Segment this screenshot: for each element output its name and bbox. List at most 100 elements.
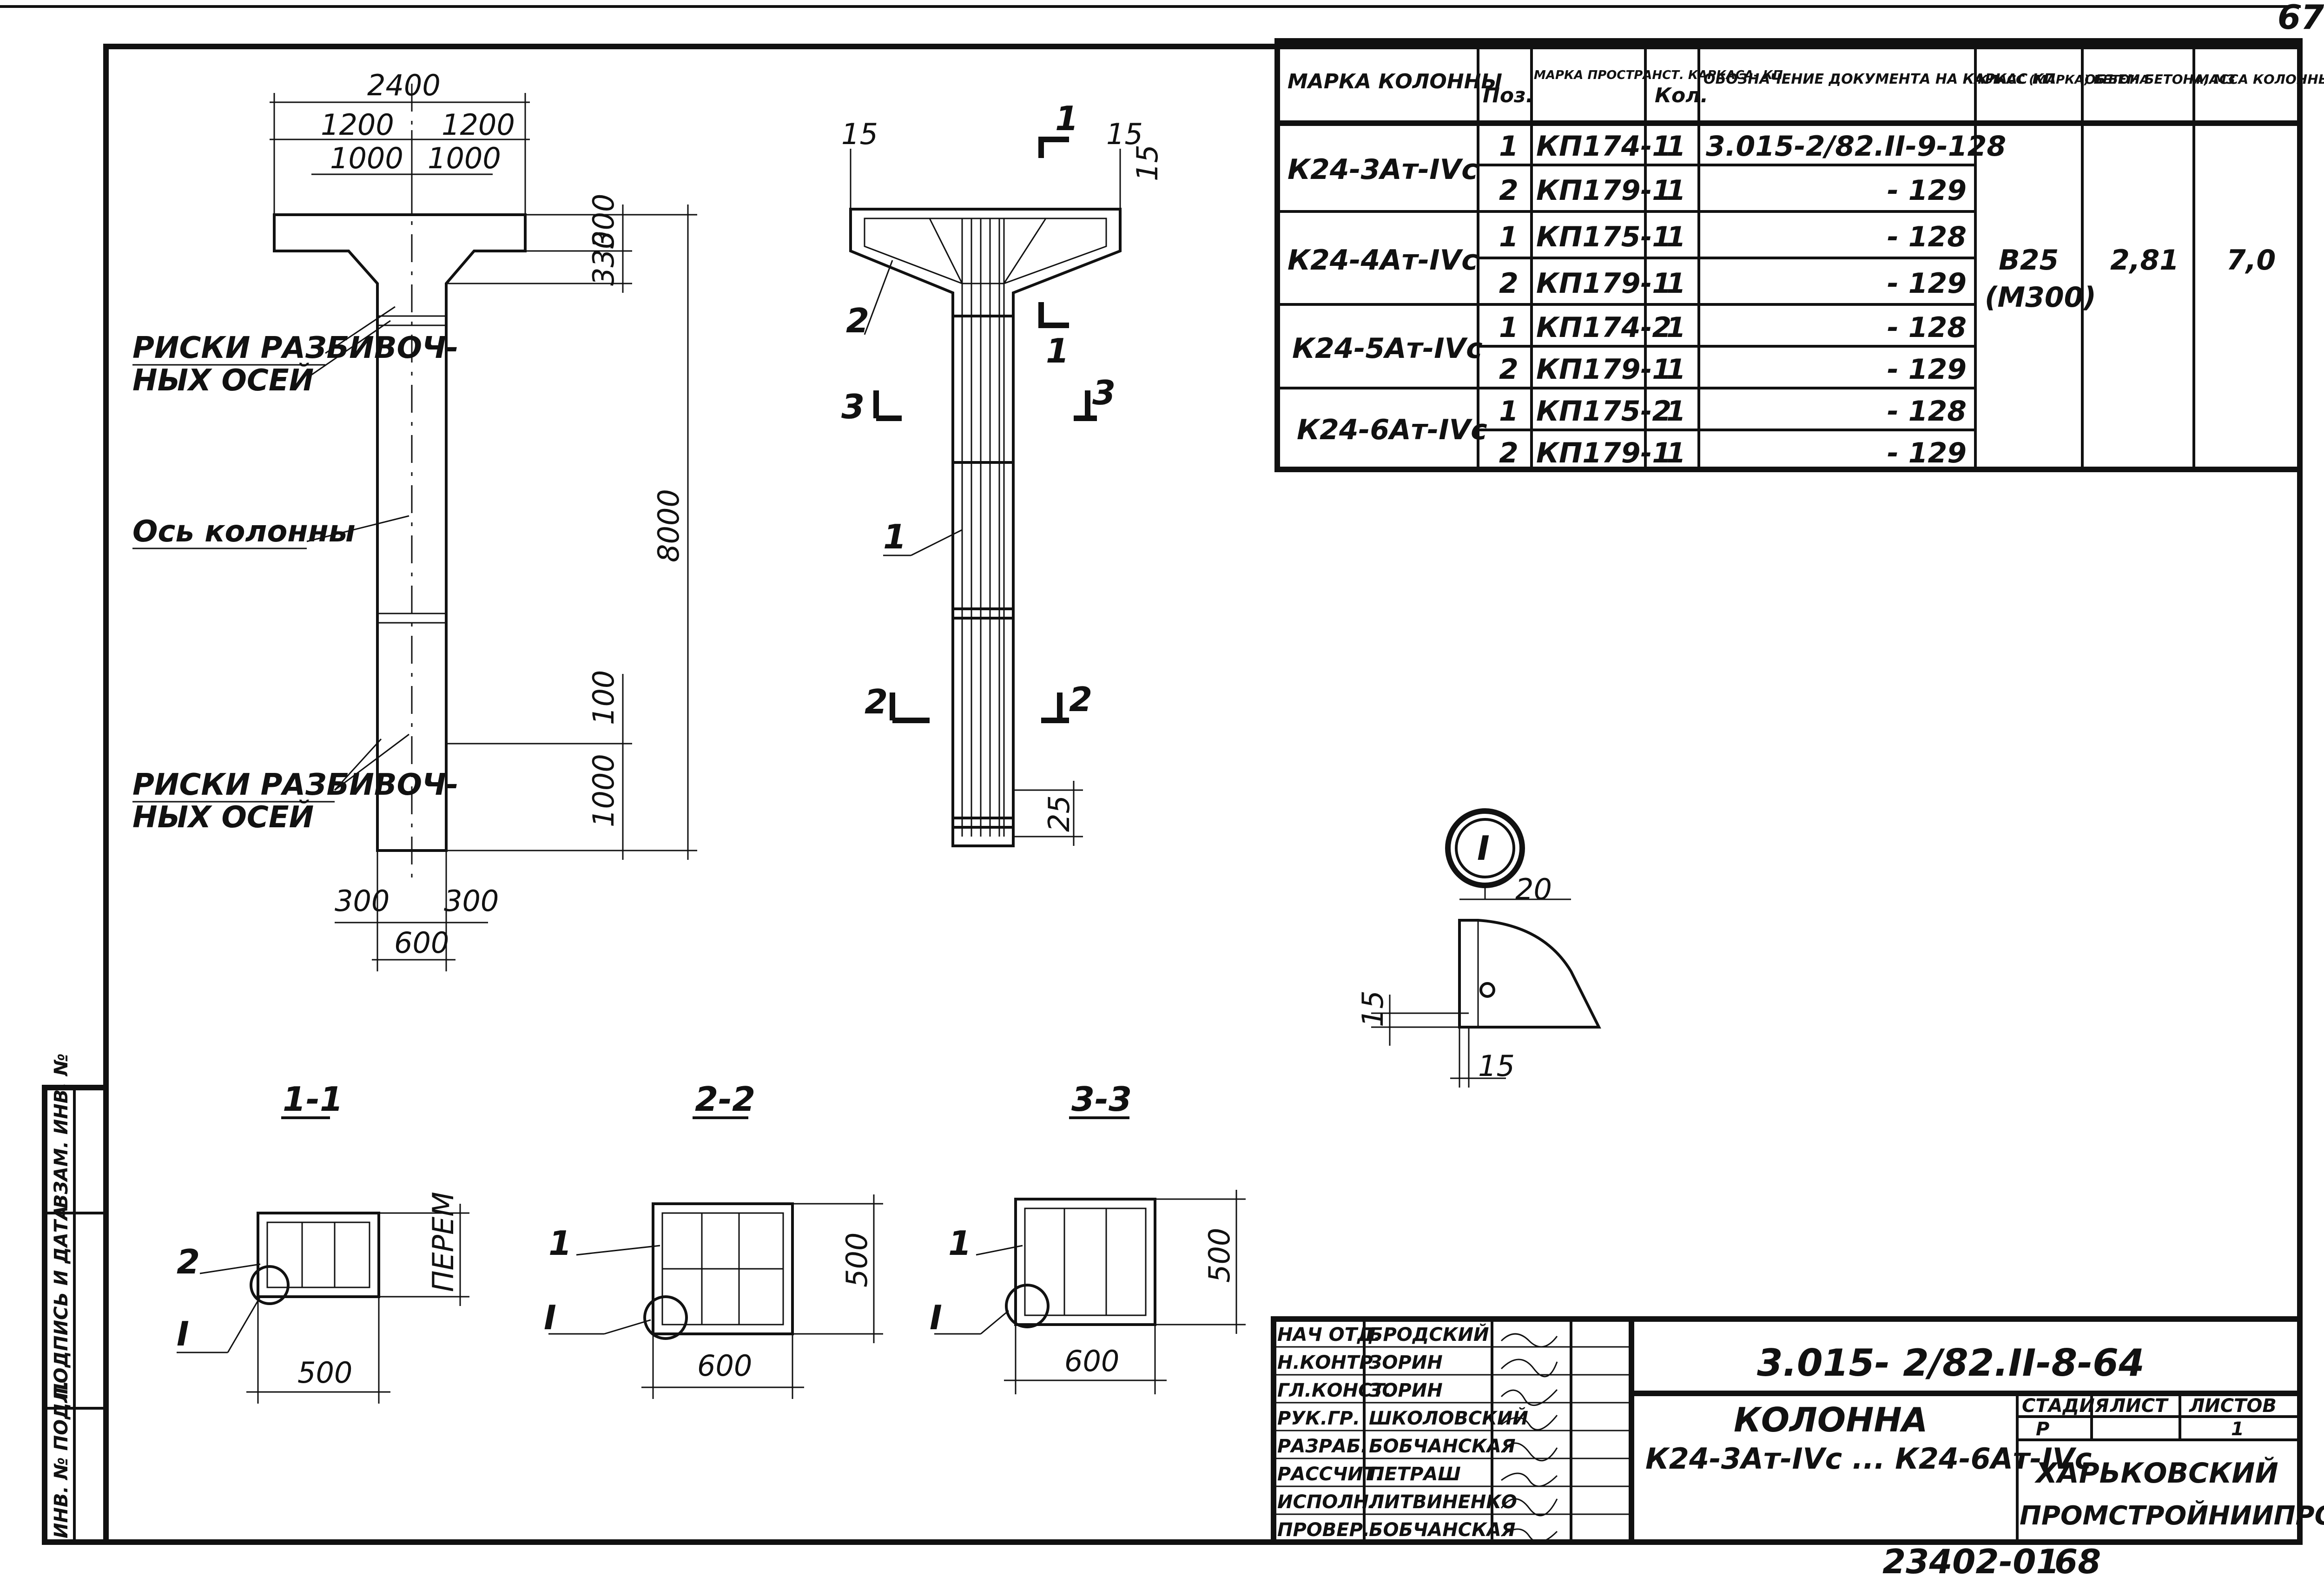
sheets-label: ЛИСТОВ bbox=[2189, 1395, 2277, 1417]
row-k246-qty2: 1 bbox=[1666, 437, 1686, 469]
stage-value: Р bbox=[2036, 1418, 2049, 1440]
row-k245-qty1: 1 bbox=[1666, 311, 1686, 344]
row-k246-doc1: - 128 bbox=[1887, 395, 1967, 428]
th-doc: ОБОЗНАЧЕНИЕ ДОКУМЕНТА НА КАРКАС КП bbox=[1703, 71, 2055, 87]
sheets-value: 1 bbox=[2231, 1418, 2244, 1440]
dim-600: 600 bbox=[394, 926, 449, 960]
section-2-2-width: 600 bbox=[697, 1349, 752, 1383]
row-k243-doc1: 3.015-2/82.II-9-128 bbox=[1706, 130, 2006, 163]
concrete-mark: (М300) bbox=[1985, 281, 2096, 314]
stamp-role-7: ПРОВЕР. bbox=[1277, 1519, 1370, 1541]
cut-2-left: 2 bbox=[865, 682, 888, 721]
th-mark: МАРКА КОЛОННЫ bbox=[1287, 70, 1502, 93]
label-risks-top-1: РИСКИ РАЗБИВОЧ- bbox=[132, 331, 458, 365]
dim-8000: 8000 bbox=[652, 489, 686, 562]
page-number: 67 bbox=[2278, 0, 2324, 37]
section-1-1-node: I bbox=[177, 1314, 189, 1353]
section-3-3: 3-3 500 600 1 I bbox=[930, 1080, 1246, 1394]
section-3-3-pos: 1 bbox=[948, 1224, 971, 1263]
section-3-3-width: 600 bbox=[1064, 1344, 1119, 1378]
column-elevation: 2400 1200 1200 1000 1000 300 330 8000 10… bbox=[132, 68, 697, 971]
title-line-1: КОЛОННА bbox=[1734, 1400, 1928, 1439]
stage-label: СТАДИЯ bbox=[2022, 1395, 2109, 1417]
section-1-1-title: 1-1 bbox=[283, 1080, 343, 1119]
row-k246-qty1: 1 bbox=[1666, 395, 1686, 428]
cut-1-top: 1 bbox=[1055, 99, 1078, 138]
section-2-2-title: 2-2 bbox=[695, 1080, 755, 1119]
row-k243-qty1: 1 bbox=[1666, 130, 1686, 163]
dim-15-side: 15 bbox=[1130, 145, 1164, 181]
th-class: КЛАСС (МАРКА) БЕТОНА bbox=[1978, 73, 2149, 87]
row-k246-doc2: - 129 bbox=[1887, 437, 1967, 469]
node-detail: I 20 15 15 bbox=[1356, 808, 1601, 1088]
stamp-name-0: БРОДСКИЙ bbox=[1369, 1323, 1489, 1346]
section-2-2-height: 500 bbox=[840, 1233, 874, 1287]
title-line-2: К24-3Ат-IVс ... К24-6Ат-IVс bbox=[1645, 1442, 2092, 1476]
th-mass: МАССА КОЛОННЫ, Т bbox=[2196, 72, 2324, 87]
dim-15-right: 15 bbox=[1106, 117, 1143, 151]
archive-sheet: 68 bbox=[2054, 1542, 2101, 1581]
row-k243-doc2: - 129 bbox=[1887, 174, 1967, 207]
row-k245-frame2: КП179-1 bbox=[1536, 353, 1671, 386]
row-k245-doc2: - 129 bbox=[1887, 353, 1967, 386]
dim-1000-left: 1000 bbox=[330, 141, 403, 175]
th-pos: Поз. bbox=[1483, 84, 1533, 107]
dim-1200-left: 1200 bbox=[321, 108, 394, 142]
th-frame: МАРКА ПРОСТРАНСТ. КАРКАСА- КП bbox=[1534, 68, 1783, 82]
row-k243-pos1: 1 bbox=[1499, 130, 1519, 163]
row-k245-mark: К24-5Ат-IVс bbox=[1292, 332, 1483, 365]
row-k244-qty1: 1 bbox=[1666, 221, 1686, 253]
column-mass: 7,0 bbox=[2226, 244, 2276, 277]
stamp-role-6: ИСПОЛН. bbox=[1277, 1491, 1376, 1513]
stamp-name-2: ЗОРИН bbox=[1368, 1380, 1443, 1401]
section-1-1: 1-1 ПЕРЕМ 500 2 I bbox=[177, 1080, 469, 1404]
pos-1: 1 bbox=[883, 517, 906, 556]
row-k244-mark: К24-4Ат-IVс bbox=[1287, 244, 1478, 277]
cut-3-left: 3 bbox=[841, 387, 865, 426]
section-1-1-pos: 2 bbox=[177, 1242, 200, 1281]
row-k243-frame1: КП174-1 bbox=[1536, 130, 1671, 163]
row-k243-mark: К24-3Ат-IVс bbox=[1287, 153, 1478, 186]
dim-1000-base: 1000 bbox=[587, 754, 621, 827]
section-3-3-height: 500 bbox=[1202, 1228, 1236, 1283]
section-1-1-height: ПЕРЕМ bbox=[426, 1192, 460, 1292]
label-risks-bot-2: НЫХ ОСЕЙ bbox=[132, 799, 314, 835]
org-line-2: ПРОМСТРОЙНИИПРОЕКТ bbox=[2020, 1500, 2324, 1531]
pos-2: 2 bbox=[846, 301, 869, 340]
dim-100: 100 bbox=[587, 670, 621, 725]
section-2-2-node: I bbox=[544, 1298, 556, 1337]
cut-1-bottom: 1 bbox=[1046, 331, 1069, 370]
section-2-2-pos: 1 bbox=[548, 1224, 572, 1263]
title-block: НАЧ ОТД. БРОДСКИЙ Н.КОНТР. ЗОРИН ГЛ.КОНС… bbox=[1271, 1316, 2324, 1545]
row-k245-frame1: КП174-2 bbox=[1536, 311, 1671, 344]
cut-3-right: 3 bbox=[1092, 373, 1116, 412]
sheet-label: ЛИСТ bbox=[2110, 1395, 2169, 1417]
stamp-name-6: ЛИТВИНЕНКО bbox=[1368, 1491, 1517, 1513]
row-k244-frame2: КП179-1 bbox=[1536, 267, 1671, 300]
detail-dim-20: 20 bbox=[1515, 872, 1552, 906]
stamp-name-4: БОБЧАНСКАЯ bbox=[1369, 1436, 1516, 1457]
stamp-name-3: ШКОЛОВСКИЙ bbox=[1369, 1407, 1528, 1429]
row-k244-qty2: 1 bbox=[1666, 267, 1686, 300]
dim-1000-right: 1000 bbox=[428, 141, 501, 175]
row-k243-pos2: 2 bbox=[1499, 174, 1519, 207]
row-k246-pos1: 1 bbox=[1499, 395, 1519, 428]
section-3-3-title: 3-3 bbox=[1071, 1080, 1132, 1119]
stamp-role-2: ГЛ.КОНСТ. bbox=[1277, 1380, 1392, 1401]
concrete-volume: 2,81 bbox=[2110, 244, 2179, 277]
spec-table: МАРКА КОЛОННЫ Поз. МАРКА ПРОСТРАНСТ. КАР… bbox=[1274, 38, 2324, 472]
row-k245-pos2: 2 bbox=[1499, 353, 1519, 386]
dim-300-right: 300 bbox=[444, 884, 499, 918]
dim-300-top: 300 bbox=[587, 194, 621, 249]
row-k244-pos2: 2 bbox=[1499, 267, 1519, 300]
label-axis: Ось колонны bbox=[132, 514, 356, 549]
side-stamp-replace: ВЗАМ. ИНВ. № bbox=[51, 1054, 72, 1208]
row-k243-qty2: 1 bbox=[1666, 174, 1686, 207]
row-k246-frame1: КП175-2 bbox=[1536, 395, 1671, 428]
row-k243-frame2: КП179-1 bbox=[1536, 174, 1671, 207]
reinforcement-view: 25 15 15 15 1 1 2 3 3 1 2 2 bbox=[841, 99, 1164, 847]
stamp-role-4: РАЗРАБ. bbox=[1277, 1436, 1368, 1457]
node-marker-label: I bbox=[1477, 829, 1490, 868]
stamp-name-5: ПЕТРАШ bbox=[1369, 1464, 1461, 1485]
dim-1200-right: 1200 bbox=[442, 108, 515, 142]
